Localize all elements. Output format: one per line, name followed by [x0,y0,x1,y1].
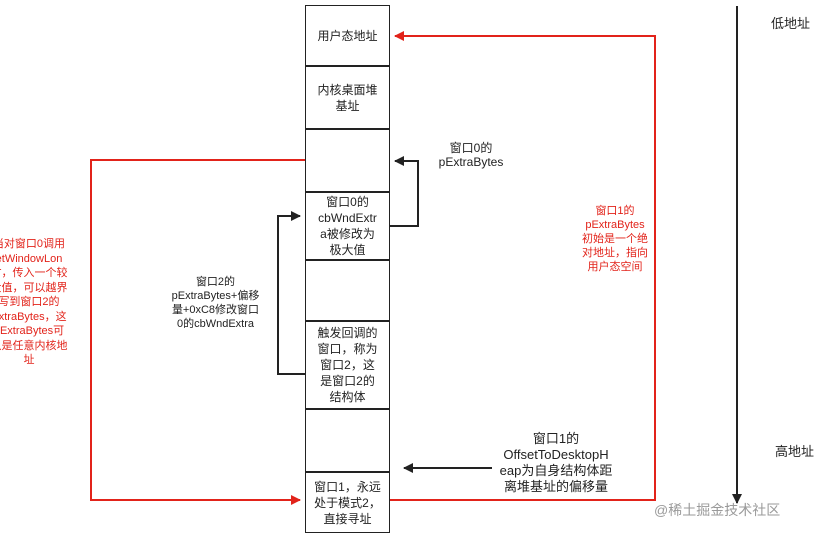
low-address-label: 低地址 [771,16,811,31]
left-note-label: 当对窗口0调用 etWindowLon 时，传入一个较 大值，可以越界 写到窗口… [0,238,68,366]
window2-struct-cell: 触发回调的 窗口，称为 窗口2，这 是窗口2的 结构体 [305,321,390,409]
left-overwrite-arrow [90,159,305,505]
empty-cell [305,260,390,321]
window2-modify-arrow [277,211,305,375]
window1-offset-label: 窗口1的 OffsetToDesktopH eap为自身结构体距 离堆基址的偏移… [499,431,613,494]
kernel-heap-base-cell: 内核桌面堆 基址 [305,66,390,129]
watermark: @稀土掘金技术社区 [654,502,781,518]
window2-offset-label: 窗口2的 pExtraBytes+偏移 量+0xC8修改窗口 0的cbWndEx… [171,276,260,330]
window1-struct-cell: 窗口1，永远 处于模式2， 直接寻址 [305,472,390,533]
usermode-address-cell: 用户态地址 [305,5,390,66]
empty-cell-2 [305,409,390,472]
window1-pextrabytes-label: 窗口1的 pExtraBytes 初始是一个绝 对地址，指向 用户态空间 [582,205,648,273]
window0-pextrabytes-label: 窗口0的 pExtraBytes [438,141,504,169]
window0-cbwndextra-cell: 窗口0的 cbWndExtr a被修改为 极大值 [305,192,390,260]
window0-pextrabytes-arrow [390,156,419,227]
window0-pextrabytes-cell [305,129,390,192]
window1-to-usermode-arrow [390,31,656,501]
high-address-label: 高地址 [775,444,815,459]
